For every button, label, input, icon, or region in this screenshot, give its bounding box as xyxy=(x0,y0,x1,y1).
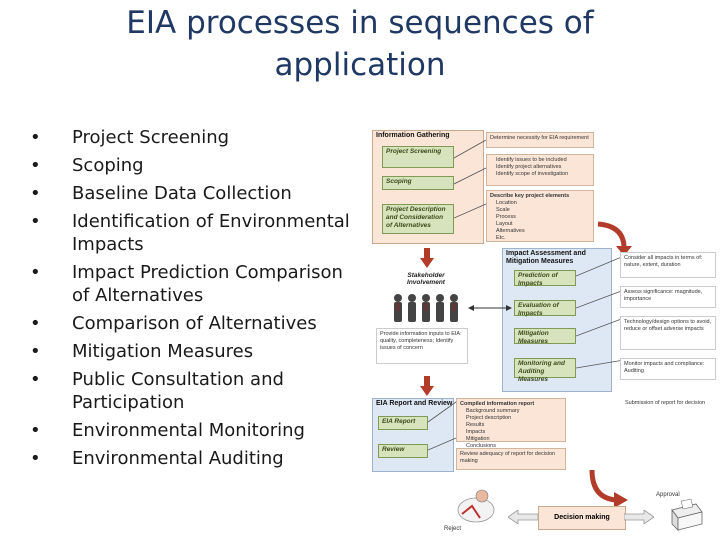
note-mitigation: Technology/design options to avoid, redu… xyxy=(620,316,716,350)
bullet-icon: • xyxy=(30,341,41,362)
right-arrow-icon xyxy=(624,510,654,524)
page-title: EIA processes in sequences of applicatio… xyxy=(126,5,594,83)
bullet-icon: • xyxy=(30,183,41,204)
list-item: •Environmental Auditing xyxy=(30,448,284,469)
stakeholder-label: Stakeholder Involvement xyxy=(407,272,445,286)
list-item: •Public Consultation and Participation xyxy=(30,369,284,413)
impact-assessment-title: Impact Assessment and Mitigation Measure… xyxy=(506,250,586,265)
note-screening: Determine necessity for EIA requirement xyxy=(486,132,594,148)
stage-prediction: Prediction of Impacts xyxy=(514,270,576,287)
list-item: •Comparison of Alternatives xyxy=(30,313,317,334)
list-item: •Identification of Environmental Impacts xyxy=(30,211,350,255)
stage-scoping: Scoping xyxy=(382,176,454,190)
bullet-icon: • xyxy=(30,211,41,232)
list-item: •Scoping xyxy=(30,155,144,176)
curved-arrow-icon xyxy=(597,221,632,256)
stage-mitigation: Mitigation Measures xyxy=(514,328,576,345)
list-item: •Baseline Data Collection xyxy=(30,183,292,204)
double-arrow-icon xyxy=(468,305,512,311)
list-item: •Mitigation Measures xyxy=(30,341,254,362)
bullet-icon: • xyxy=(30,369,41,390)
stage-eia-report: EIA Report xyxy=(378,416,428,430)
stage-evaluation: Evaluation of Impacts xyxy=(514,300,576,317)
bullet-icon: • xyxy=(30,313,41,334)
people-group-icon xyxy=(394,294,458,322)
bullet-icon: • xyxy=(30,448,41,469)
note-project-description: Describe key project elements Location S… xyxy=(486,190,594,242)
info-gathering-title: Information Gathering xyxy=(376,132,450,139)
note-review: Review adequacy of report for decision m… xyxy=(456,448,566,470)
eia-report-title: EIA Report and Review xyxy=(376,400,453,407)
ballot-box-icon xyxy=(671,498,703,531)
reject-label: Reject xyxy=(444,526,462,532)
bullet-icon: • xyxy=(30,420,41,441)
note-evaluation: Assess significance: magnitude, importan… xyxy=(620,286,716,308)
bullet-list: •Project Screening •Scoping •Baseline Da… xyxy=(30,126,360,475)
stage-project-description: Project Description and Consideration of… xyxy=(382,204,454,234)
note-prediction: Consider all impacts in terms of: nature… xyxy=(620,252,716,278)
down-arrow-icon xyxy=(420,376,434,396)
note-scoping: Identify issues to be included Identify … xyxy=(486,154,594,186)
approval-label: Approval xyxy=(656,492,680,498)
note-submission: Submission of report for decision xyxy=(622,398,712,428)
stage-monitoring: Monitoring and Auditing Measures xyxy=(514,358,576,383)
bullet-icon: • xyxy=(30,127,41,148)
impact-connector-lines xyxy=(576,256,625,369)
list-item: •Environmental Monitoring xyxy=(30,420,305,441)
note-monitoring: Monitor impacts and compliance: Auditing xyxy=(620,358,716,380)
decision-making-box: Decision making xyxy=(538,506,626,530)
eia-report-panel xyxy=(372,398,454,472)
stage-review: Review xyxy=(378,444,428,458)
down-arrow-icon xyxy=(420,248,434,268)
report-connector-lines xyxy=(428,401,457,451)
list-item: •Impact Prediction Comparison of Alterna… xyxy=(30,262,343,306)
list-item: •Project Screening xyxy=(30,127,230,148)
left-arrow-icon xyxy=(508,510,538,524)
stage-project-screening: Project Screening xyxy=(382,146,454,168)
curved-arrow-icon xyxy=(589,469,628,508)
eia-process-diagram: Information Gathering Project Screening … xyxy=(368,128,720,540)
bullet-icon: • xyxy=(30,155,41,176)
connector-lines xyxy=(454,139,487,219)
note-stakeholder: Provide information inputs to EIA: quali… xyxy=(376,328,468,364)
bullet-icon: • xyxy=(30,262,41,283)
reject-illustration-icon xyxy=(457,489,495,523)
note-compiled: Compiled information report Background s… xyxy=(456,398,566,449)
